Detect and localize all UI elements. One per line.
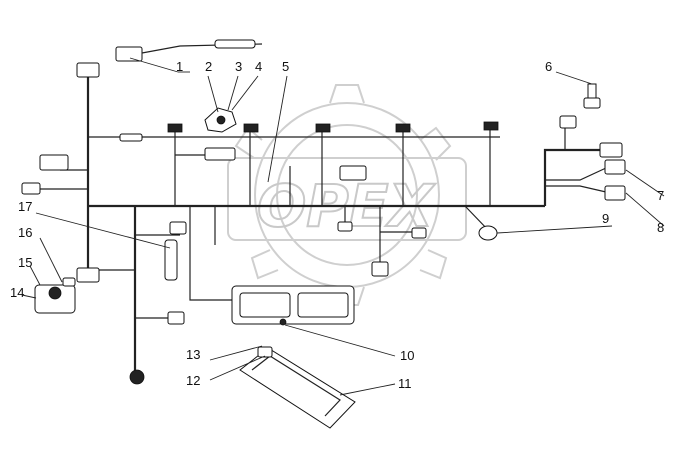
parts-14-16-switch bbox=[34, 277, 76, 314]
right-fork-wire-b bbox=[545, 185, 607, 193]
ecu-housing bbox=[239, 347, 356, 429]
ecu-detail-line bbox=[251, 355, 341, 417]
temp-sensor-nut bbox=[583, 97, 601, 109]
part-6-sensor bbox=[583, 83, 601, 109]
connector-lower-c bbox=[411, 227, 427, 239]
callout-17: 17 bbox=[18, 199, 32, 214]
leader-lines bbox=[21, 57, 665, 396]
callout-8: 8 bbox=[657, 220, 664, 235]
connector-left-d bbox=[76, 267, 100, 283]
sensor-port-icon bbox=[216, 115, 226, 125]
parts-2-4-sensor-cluster bbox=[204, 107, 237, 133]
callout-3: 3 bbox=[235, 59, 242, 74]
part-7-relay bbox=[604, 159, 626, 175]
callout-5: 5 bbox=[282, 59, 289, 74]
part-9-sensor bbox=[478, 225, 498, 241]
switch-plug bbox=[62, 277, 76, 287]
right-fork-wire-a bbox=[545, 167, 607, 181]
right-branch-wire bbox=[543, 148, 600, 206]
harness-connectors bbox=[21, 62, 623, 385]
callout-11: 11 bbox=[398, 376, 412, 391]
connector-lower-d bbox=[371, 261, 389, 277]
switch-knob-icon bbox=[48, 286, 62, 300]
callout-1: 1 bbox=[176, 59, 183, 74]
ecu-connector-b bbox=[297, 292, 349, 318]
connector-lower-e bbox=[167, 311, 185, 325]
callout-10: 10 bbox=[400, 348, 414, 363]
connector-center bbox=[339, 165, 367, 181]
connector-right-top bbox=[559, 115, 577, 129]
callout-14: 14 bbox=[10, 285, 24, 300]
connector-right-a bbox=[599, 142, 623, 158]
ground-terminal-icon bbox=[129, 369, 145, 385]
callout-2: 2 bbox=[205, 59, 212, 74]
sensor-plug bbox=[115, 46, 143, 62]
callout-6: 6 bbox=[545, 59, 552, 74]
callout-12: 12 bbox=[186, 373, 200, 388]
connector-top-left bbox=[76, 62, 100, 78]
connector-top-e bbox=[483, 121, 499, 131]
callout-7: 7 bbox=[657, 188, 664, 203]
parts-10-13-ecu-module bbox=[239, 318, 356, 429]
watermark: OPEX bbox=[227, 84, 467, 306]
part-8-relay bbox=[604, 185, 626, 201]
connector-left-c bbox=[119, 133, 143, 142]
connector-top-b bbox=[243, 123, 259, 133]
connector-top-c bbox=[315, 123, 331, 133]
speed-sensor bbox=[478, 225, 498, 241]
sensor-probe bbox=[214, 39, 256, 49]
ecu-branch-wire bbox=[189, 206, 235, 301]
connector-top-a bbox=[167, 123, 183, 133]
connector-left-a bbox=[39, 154, 69, 171]
connector-mid-a bbox=[204, 147, 236, 161]
callout-4: 4 bbox=[255, 59, 262, 74]
connector-lower-a bbox=[169, 221, 187, 235]
fuse-holder bbox=[164, 239, 178, 281]
callout-16: 16 bbox=[18, 225, 32, 240]
ecu-connector-block bbox=[231, 285, 355, 325]
part-1-sensor-cable bbox=[115, 39, 263, 62]
ecu-pin-icon bbox=[279, 318, 287, 326]
connector-left-b bbox=[21, 182, 41, 195]
connector-lower-b bbox=[337, 221, 353, 232]
callout-13: 13 bbox=[186, 347, 200, 362]
harness-wires bbox=[40, 75, 607, 372]
callout-labels: 1 2 3 4 5 6 7 8 9 10 11 12 13 14 15 16 1… bbox=[10, 59, 664, 391]
ecu-plug bbox=[257, 346, 273, 358]
connector-top-d bbox=[395, 123, 411, 133]
callout-9: 9 bbox=[602, 211, 609, 226]
callout-15: 15 bbox=[18, 255, 32, 270]
ecu-connector-a bbox=[239, 292, 291, 318]
